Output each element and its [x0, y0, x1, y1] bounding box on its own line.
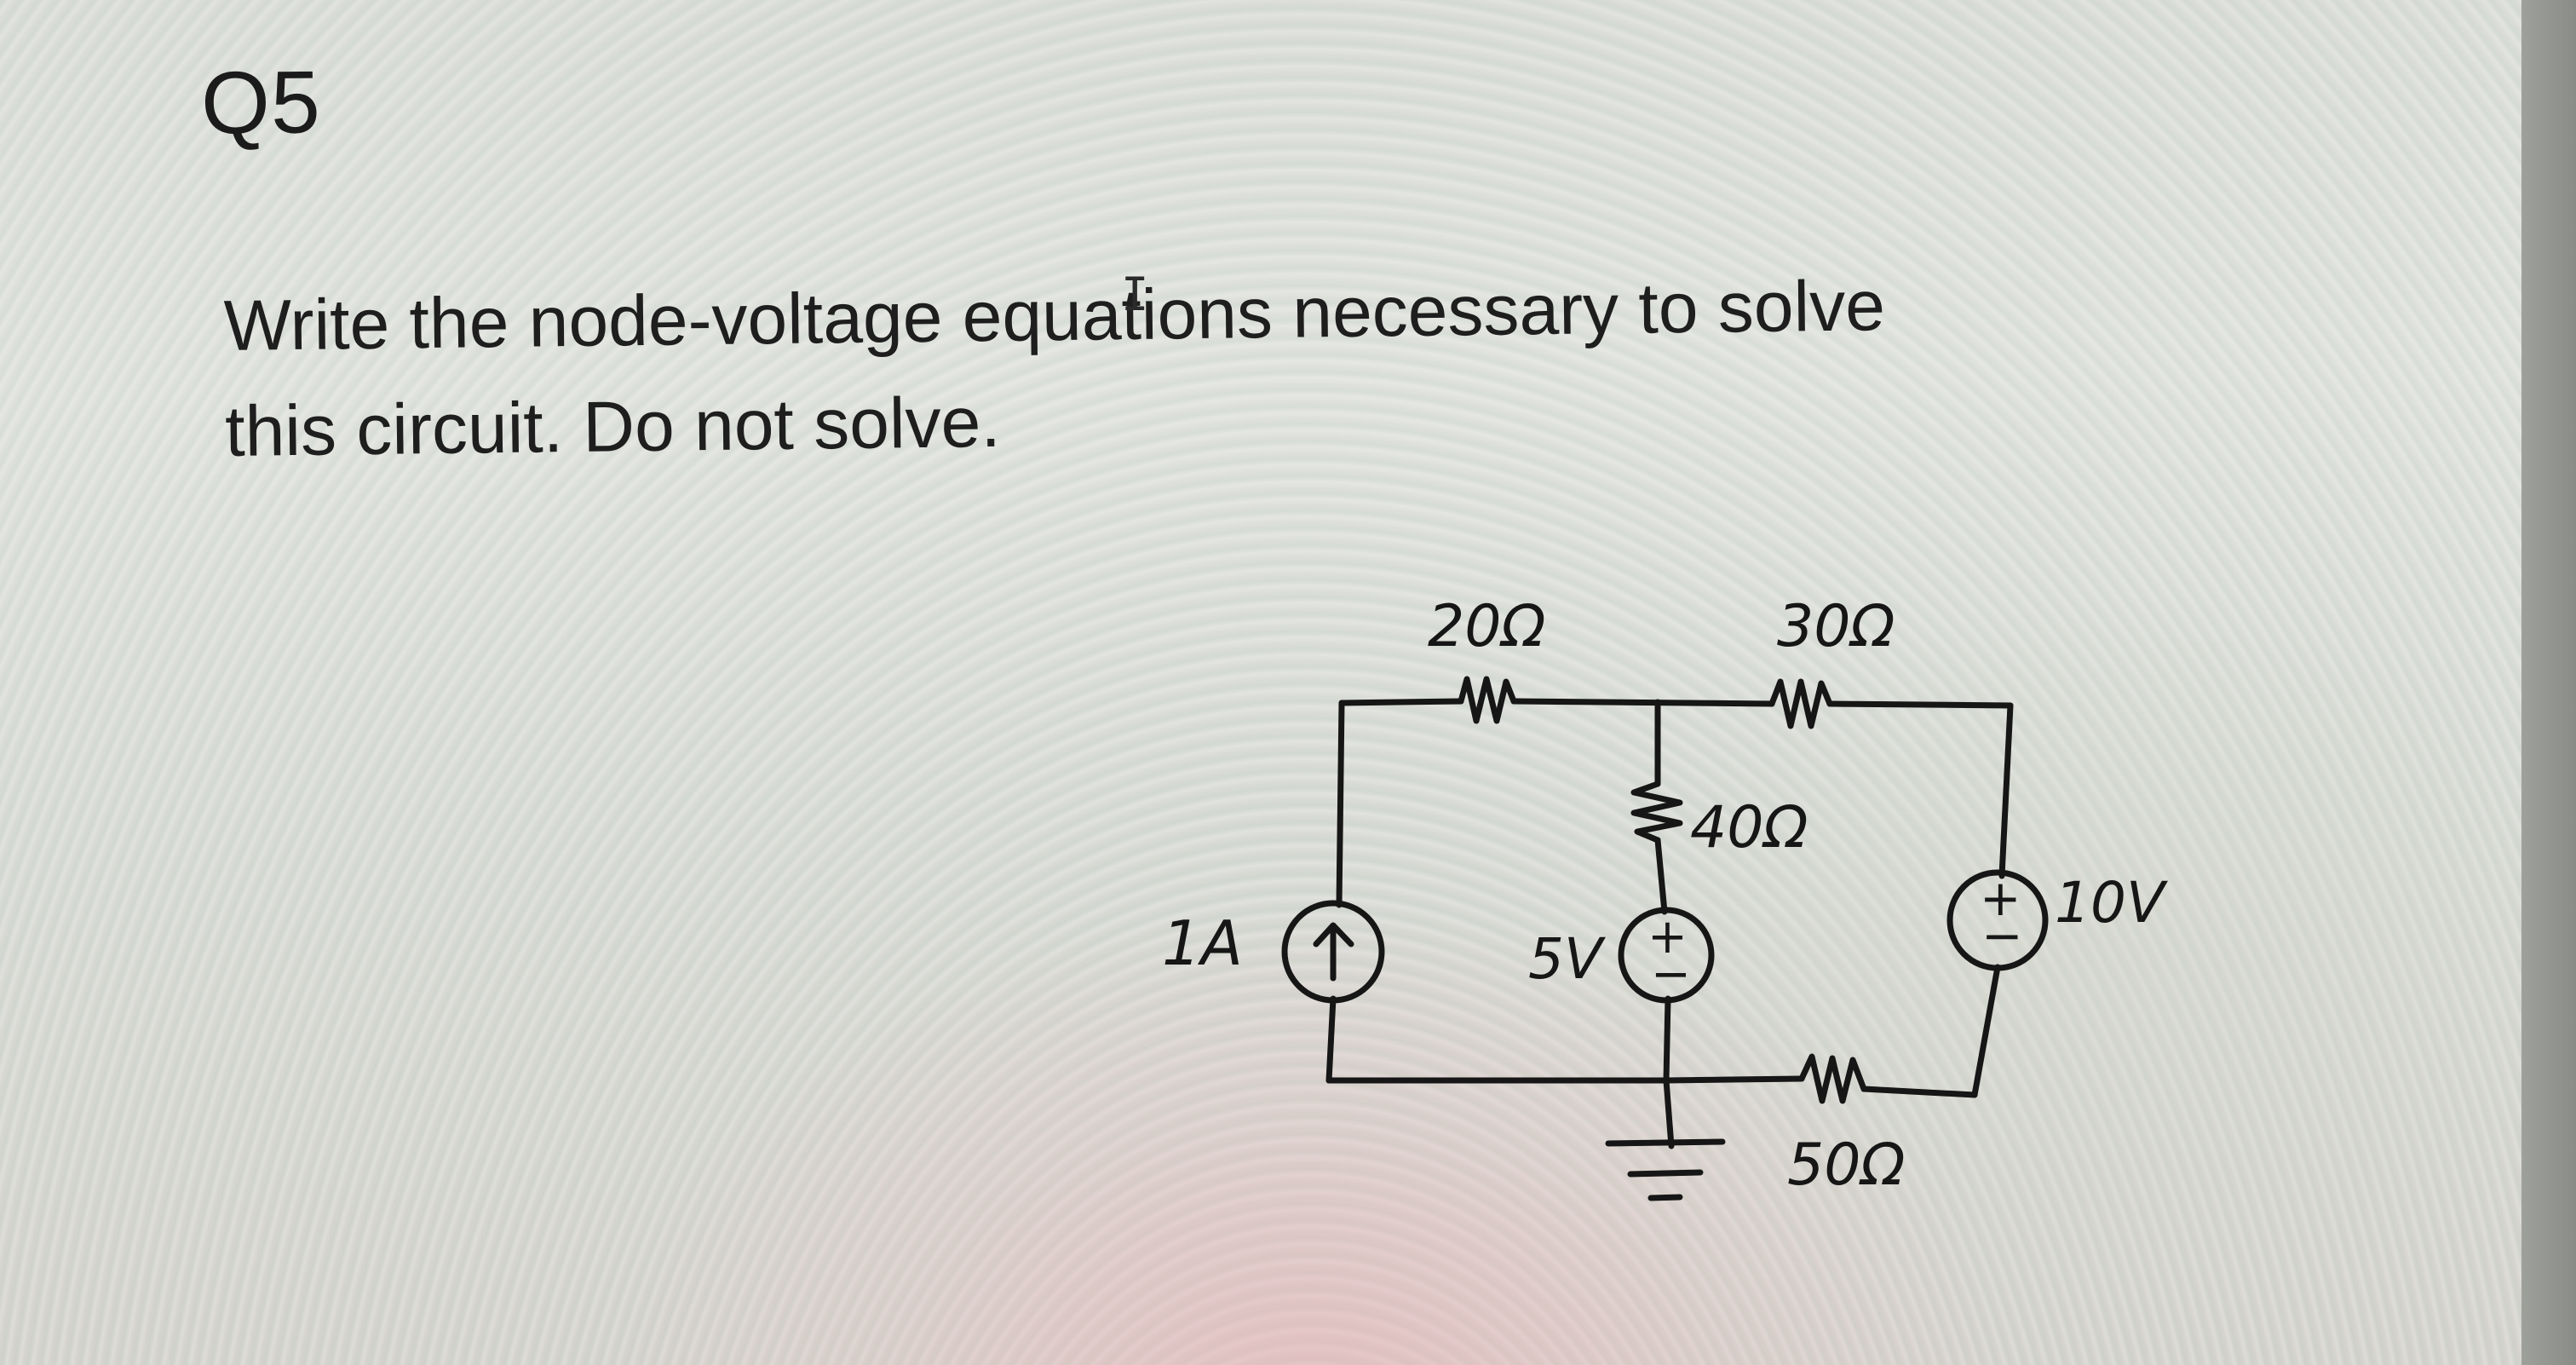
- resistor-50-ohm-label: 50Ω: [1787, 1132, 1906, 1199]
- voltage-source-5v-circle: [1618, 907, 1715, 1004]
- wire-bottom-middle: [1663, 1075, 1805, 1084]
- resistor-50-ohm: [1798, 1053, 1867, 1104]
- monitor-bezel-edge: [2521, 0, 2576, 1365]
- wire-bottom-right: [1860, 1086, 1978, 1098]
- voltage-source-5v-label: 5V: [1528, 926, 1606, 992]
- current-source-label: 1A: [1162, 907, 1243, 979]
- ground-symbol-line-2: [1627, 1169, 1704, 1178]
- text-cursor-icon: I: [1121, 268, 1149, 321]
- ground-lead: [1663, 1077, 1675, 1149]
- wire-left-lower: [1325, 995, 1337, 1084]
- voltage-source-5v-minus: −: [1651, 947, 1691, 1002]
- wire-top-right: [1826, 700, 2014, 709]
- ground-symbol-line-1: [1605, 1138, 1726, 1147]
- resistor-40-ohm-label: 40Ω: [1690, 794, 1808, 861]
- voltage-source-10v-circle: [1946, 869, 2049, 971]
- resistor-20-ohm-label: 20Ω: [1428, 593, 1546, 660]
- voltage-source-10v-label: 10V: [2055, 870, 2168, 936]
- wire-right-lower: [1971, 964, 2001, 1098]
- voltage-source-5v-plus: +: [1647, 909, 1688, 965]
- current-source-arrow: [1313, 922, 1354, 982]
- wire-middle-mid: [1654, 837, 1668, 915]
- resistor-30-ohm: [1768, 678, 1833, 729]
- wire-left: [1336, 700, 1345, 908]
- wire-right-upper: [1998, 702, 2014, 879]
- resistor-40-ohm: [1630, 780, 1683, 844]
- ground-symbol-line-3: [1647, 1194, 1683, 1201]
- voltage-source-10v-plus: +: [1980, 869, 2021, 927]
- wire-middle-lower: [1663, 995, 1671, 1084]
- resistor-30-ohm-label: 30Ω: [1777, 593, 1895, 660]
- resistor-20-ohm: [1458, 676, 1517, 724]
- wire-top-middle: [1510, 698, 1775, 707]
- wire-top-left: [1338, 698, 1464, 706]
- voltage-source-10v-minus: −: [1981, 907, 2023, 965]
- current-source-circle: [1281, 900, 1385, 1004]
